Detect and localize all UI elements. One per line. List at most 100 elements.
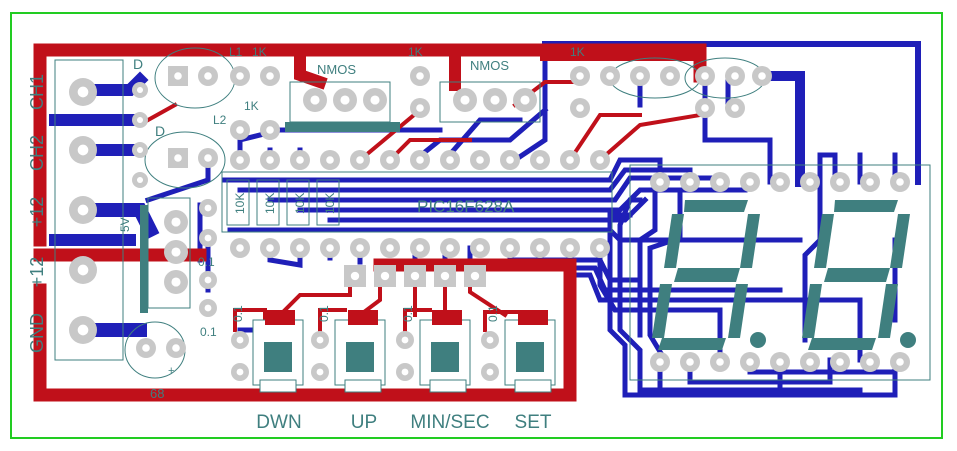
pad-hole — [566, 156, 574, 164]
label-p12a: +12 — [27, 197, 47, 228]
pad-hole — [266, 126, 274, 134]
seven-segment-digits — [652, 200, 916, 350]
pad-hole — [576, 104, 584, 112]
pad-hole — [204, 234, 212, 242]
pad-hole — [596, 156, 604, 164]
pad-hole — [806, 358, 814, 366]
label-l1: L1 — [229, 45, 243, 59]
pad-hole — [416, 104, 424, 112]
button-footprints — [252, 310, 556, 393]
pad-hole — [866, 358, 874, 366]
pad-hole — [401, 368, 409, 376]
pad-hole — [896, 178, 904, 186]
label-r1k-c: 1K — [408, 45, 423, 59]
pad-hole — [520, 95, 530, 105]
pad-hole — [416, 72, 424, 80]
pad-hole — [136, 176, 144, 184]
label-btn-dwn: DWN — [256, 412, 301, 433]
label-cap-f: 0.1 — [486, 305, 500, 322]
pad-hole — [776, 178, 784, 186]
label-cap-c: 0.1 — [231, 305, 245, 322]
pad-hole — [806, 178, 814, 186]
pad-hole — [446, 244, 454, 252]
pad-hole — [316, 368, 324, 376]
label-r1k-b: 1K — [244, 99, 259, 113]
pad-hole — [136, 86, 144, 94]
pad-hole — [136, 146, 144, 154]
pad-hole — [316, 336, 324, 344]
pad-hole — [666, 72, 674, 80]
pad-hole — [758, 72, 766, 80]
label-cap-e: 0.1 — [401, 305, 415, 322]
pad-hole — [204, 154, 212, 162]
label-mcu: PIC16F628A — [417, 197, 515, 216]
label-r10k-c: 10K — [293, 193, 307, 214]
pad-hole — [380, 271, 390, 281]
label-elco-plus: + — [168, 365, 174, 377]
pad-hole — [596, 244, 604, 252]
pad-hole — [506, 244, 514, 252]
pad-hole — [536, 156, 544, 164]
pad-hole — [370, 95, 380, 105]
label-btn-up: UP — [351, 412, 377, 433]
pad-hole — [340, 95, 350, 105]
label-l2: L2 — [213, 113, 227, 127]
pad-hole — [174, 154, 182, 162]
label-r1k-a: 1K — [252, 45, 267, 59]
pad-hole — [716, 358, 724, 366]
pad-hole — [236, 126, 244, 134]
pad-hole — [266, 156, 274, 164]
pad-hole — [536, 244, 544, 252]
pad-hole — [506, 156, 514, 164]
pad-hole — [77, 204, 89, 216]
pad-hole — [656, 358, 664, 366]
pad-hole — [236, 156, 244, 164]
pad-hole — [746, 178, 754, 186]
label-r10k-b: 10K — [263, 193, 277, 214]
pad-hole — [460, 95, 470, 105]
pad-hole — [486, 336, 494, 344]
silk-bars — [140, 122, 400, 313]
pad-hole — [236, 72, 244, 80]
pad-hole — [236, 368, 244, 376]
pad-hole — [296, 244, 304, 252]
pad-hole — [606, 72, 614, 80]
pad-hole — [746, 358, 754, 366]
label-r1k-d: 1K — [570, 45, 585, 59]
label-r10k-a: 10K — [233, 193, 247, 214]
pad-hole — [576, 72, 584, 80]
label-btn-set: SET — [515, 412, 552, 433]
pad-hole — [204, 304, 212, 312]
pad-hole — [440, 271, 450, 281]
pad-hole — [326, 156, 334, 164]
pad-hole — [716, 178, 724, 186]
pad-hole — [490, 95, 500, 105]
label-r10k-d: 10K — [323, 193, 337, 214]
pad-hole — [866, 178, 874, 186]
label-reg: 5V — [118, 217, 132, 232]
label-cap-a: 0.1 — [198, 255, 215, 269]
pad-hole — [486, 368, 494, 376]
pad-hole — [476, 156, 484, 164]
pad-hole — [476, 244, 484, 252]
top-copper-layer — [33, 43, 707, 402]
pad-hole — [77, 324, 89, 336]
pad-hole — [416, 156, 424, 164]
label-nmos-a: NMOS — [317, 62, 356, 77]
pad-hole — [236, 336, 244, 344]
pad-hole — [171, 277, 181, 287]
pad-hole — [142, 344, 150, 352]
pad-hole — [636, 72, 644, 80]
pad-hole — [470, 271, 480, 281]
pad-hole — [171, 217, 181, 227]
pad-hole — [401, 336, 409, 344]
pad-hole — [326, 244, 334, 252]
label-nmos-b: NMOS — [470, 58, 509, 73]
pad-hole — [686, 178, 694, 186]
pad-hole — [296, 156, 304, 164]
pad-hole — [686, 358, 694, 366]
label-d1: D — [133, 56, 143, 72]
pad-hole — [410, 271, 420, 281]
label-ch2: CH2 — [27, 135, 47, 171]
label-elco: 68 — [150, 386, 164, 401]
